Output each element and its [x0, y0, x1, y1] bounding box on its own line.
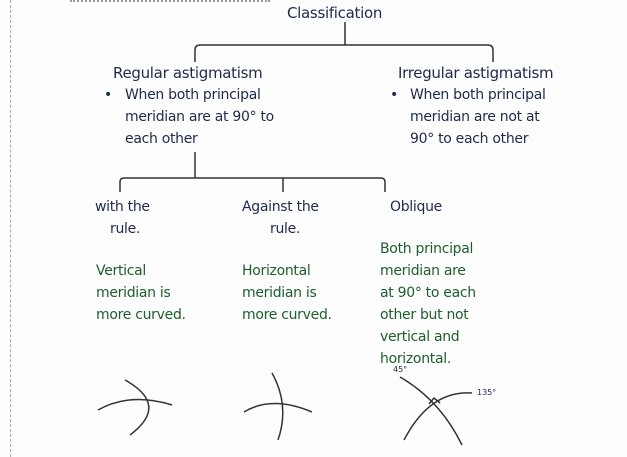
- irregular-bullet-line: 90° to each other: [410, 131, 529, 147]
- irregular-bullet-line: When both principal: [410, 87, 546, 103]
- oblique-desc: other but not: [380, 307, 469, 323]
- classification-title: Classification: [287, 4, 383, 22]
- sub-bracket: [119, 152, 386, 192]
- with-rule-desc: meridian is: [96, 285, 171, 301]
- with-rule-desc: Vertical: [96, 263, 147, 279]
- oblique-diagram: [399, 376, 473, 446]
- regular-heading: Regular astigmatism: [113, 64, 263, 82]
- with-rule-desc: more curved.: [96, 307, 186, 323]
- with-rule-label: rule.: [110, 221, 141, 237]
- oblique-desc: meridian are: [380, 263, 466, 279]
- regular-bullet-line: When both principal: [125, 87, 261, 103]
- against-rule-label: rule.: [270, 221, 301, 237]
- bullet-dot: •: [104, 87, 112, 103]
- against-rule-desc: meridian is: [242, 285, 317, 301]
- top-dotted-line: [70, 0, 270, 2]
- oblique-desc: at 90° to each: [380, 285, 476, 301]
- angle-135-label: 135°: [477, 388, 497, 397]
- irregular-heading: Irregular astigmatism: [398, 64, 554, 82]
- bullet-dot: •: [390, 87, 398, 103]
- irregular-bullet-line: meridian are not at: [410, 109, 540, 125]
- against-rule-desc: more curved.: [242, 307, 332, 323]
- regular-bullet-line: each other: [125, 131, 198, 147]
- against-rule-label: Against the: [242, 199, 319, 215]
- angle-45-label: 45°: [393, 365, 408, 374]
- margin-line: [10, 0, 11, 457]
- with-rule-diagram: [97, 379, 173, 436]
- oblique-desc: horizontal.: [380, 351, 451, 367]
- against-rule-diagram: [243, 372, 313, 441]
- top-bracket: [194, 22, 494, 62]
- against-rule-desc: Horizontal: [242, 263, 311, 279]
- with-rule-label: with the: [95, 199, 150, 215]
- regular-bullet-line: meridian are at 90° to: [125, 109, 274, 125]
- oblique-label: Oblique: [390, 199, 442, 215]
- oblique-desc: Both principal: [380, 241, 474, 257]
- oblique-desc: vertical and: [380, 329, 460, 345]
